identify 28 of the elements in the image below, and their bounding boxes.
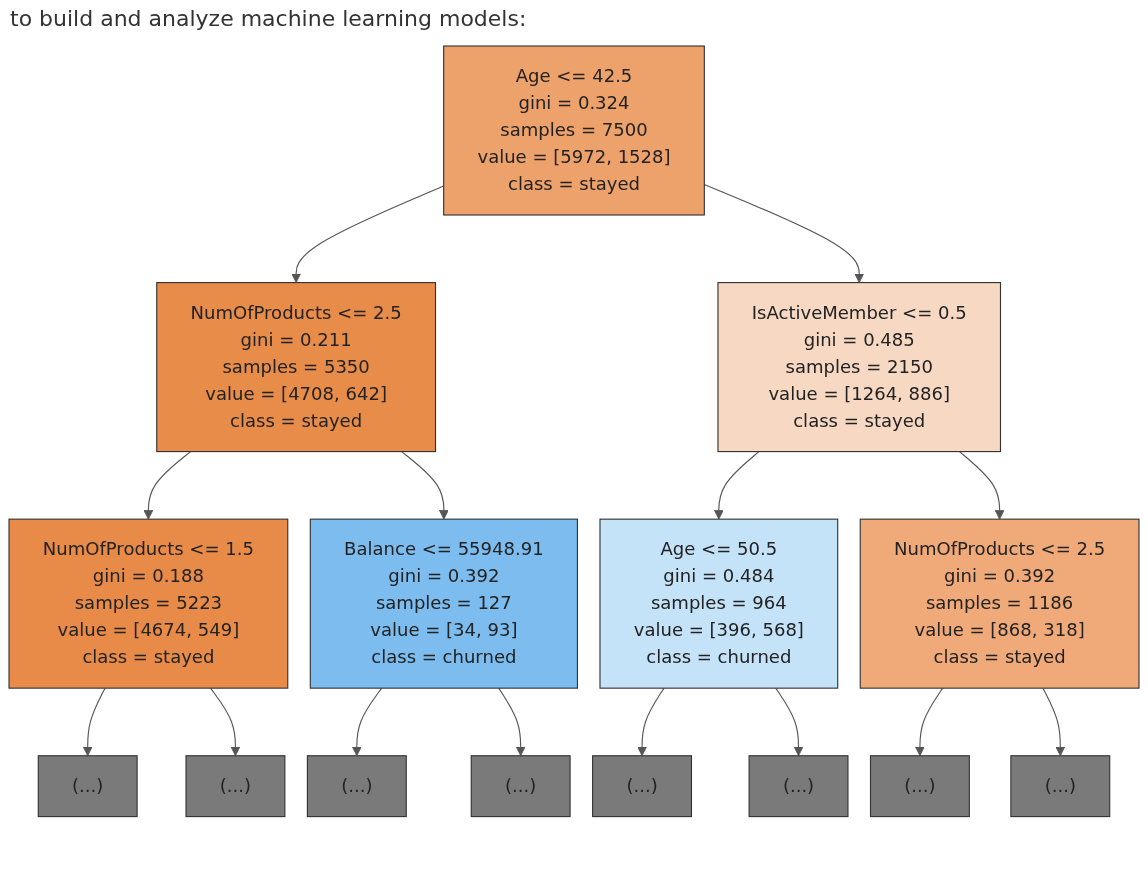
node-box: NumOfProducts <= 1.5 gini = 0.188 samples = 5223 value = [4674, 549] class = stayed — [8, 518, 289, 689]
node-box: (...) — [470, 755, 571, 818]
intro-text: to build and analyze machine learning models: — [10, 6, 528, 31]
node-box: (...) — [185, 755, 286, 818]
node-box: IsActiveMember <= 0.5 gini = 0.485 samples = 2150 value = [1264, 886] class = stayed — [717, 282, 1002, 453]
arrow — [713, 451, 760, 520]
arrow — [637, 687, 665, 757]
node-box: (...) — [869, 755, 970, 818]
arrow — [82, 687, 106, 757]
arrow — [914, 687, 944, 757]
node-box: (...) — [1010, 755, 1111, 818]
node-box: NumOfProducts <= 2.5 gini = 0.392 samples = 1186 value = [868, 318] class = stayed — [859, 518, 1140, 689]
arrow — [498, 687, 526, 757]
node-box: Age <= 42.5 gini = 0.324 samples = 7500 value = [5972, 1528] class = stayed — [443, 45, 705, 216]
arrow — [210, 687, 241, 757]
arrow — [958, 451, 1005, 520]
node-box: (...) — [592, 755, 693, 818]
node-box: (...) — [37, 755, 138, 818]
node-box: NumOfProducts <= 2.5 gini = 0.211 samples = 5350 value = [4708, 642] class = stayed — [156, 282, 437, 453]
arrow — [143, 451, 192, 520]
node-box: Balance <= 55948.91 gini = 0.392 samples = 127 value = [34, 93] class = churned — [309, 518, 578, 689]
arrow — [1042, 687, 1066, 757]
arrow — [401, 451, 449, 520]
node-box: (...) — [748, 755, 849, 818]
arrow — [351, 687, 383, 757]
node-box: (...) — [306, 755, 407, 818]
arrow — [775, 687, 804, 757]
node-box: Age <= 50.5 gini = 0.484 samples = 964 value = [396, 568] class = churned — [599, 518, 839, 689]
